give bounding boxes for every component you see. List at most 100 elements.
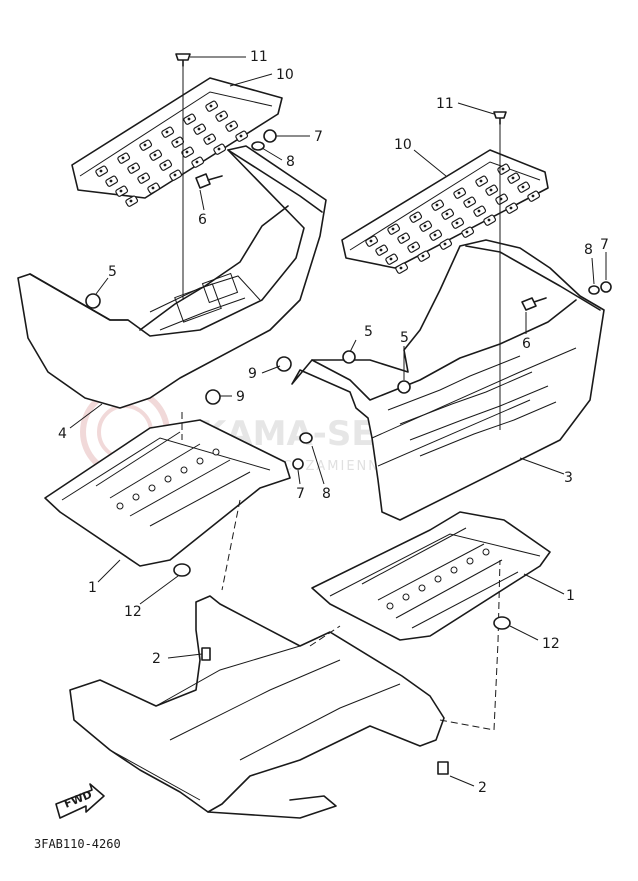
fasteners [69, 53, 612, 787]
grip-peg-dot [509, 206, 513, 210]
grip-peg-dot [219, 114, 223, 118]
bracket-hole [116, 502, 124, 510]
grip-peg-dot [207, 137, 211, 141]
footrest-board-right [341, 149, 549, 274]
callout-8-left: 8 [286, 154, 295, 170]
bracket-hole [196, 457, 204, 465]
grip-peg-dot [369, 239, 373, 243]
grip-peg-dot [413, 215, 417, 219]
grip-peg-dot [131, 166, 135, 170]
grip-peg-dot [399, 266, 403, 270]
callout-8-lower: 8 [322, 486, 331, 502]
grip-peg-dot [175, 140, 179, 144]
grip-peg-dot [143, 143, 147, 147]
grip-peg-dot [489, 188, 493, 192]
bracket-hole [164, 475, 172, 483]
grip-peg-dot [229, 124, 233, 128]
grip-peg-dot [479, 179, 483, 183]
footrest-guard-right [291, 239, 605, 521]
callout-5-left: 5 [108, 264, 117, 280]
callout-12-left: 12 [124, 604, 142, 620]
callout-10-right: 10 [394, 137, 412, 153]
grip-peg-dot [443, 242, 447, 246]
grip-peg-dot [185, 150, 189, 154]
grip-peg-dot [141, 176, 145, 180]
callout-5-mid: 5 [364, 324, 373, 340]
footrest-bracket-right [311, 511, 551, 641]
grip-peg-dot [217, 147, 221, 151]
grip-peg-dot [187, 117, 191, 121]
footrest-bracket-left [44, 419, 291, 567]
callout-2-upper: 2 [152, 651, 161, 667]
callout-labels: 11 10 7 8 6 5 9 9 4 11 10 8 7 6 5 5 3 8 … [58, 49, 609, 796]
grip-peg-dot [423, 224, 427, 228]
callout-10-left: 10 [276, 67, 294, 83]
grip-peg-dot [121, 156, 125, 160]
bracket-hole [148, 484, 156, 492]
grip-peg-dot [165, 130, 169, 134]
bracket-hole [450, 566, 458, 574]
bracket-hole [180, 466, 188, 474]
grip-peg-dot [173, 173, 177, 177]
grip-peg-dot [209, 104, 213, 108]
grip-peg-dot [521, 185, 525, 189]
callout-8-right: 8 [584, 242, 593, 258]
callout-11-left: 11 [250, 49, 268, 65]
callout-1-left: 1 [88, 580, 97, 596]
fwd-arrow-icon: FWD [55, 783, 105, 819]
grip-peg-dot [411, 245, 415, 249]
callout-9-upper: 9 [248, 366, 257, 382]
bracket-hole [212, 448, 220, 456]
grip-peg-dot [163, 163, 167, 167]
grip-peg-dot [445, 212, 449, 216]
grip-peg-dot [129, 199, 133, 203]
grip-peg-dot [467, 200, 471, 204]
grip-peg-dot [421, 254, 425, 258]
callout-7-left: 7 [314, 129, 323, 145]
grip-peg-dot [379, 248, 383, 252]
grip-peg-dot [477, 209, 481, 213]
callout-6-right: 6 [522, 336, 531, 352]
bracket-hole [386, 602, 394, 610]
frame-reference [69, 412, 501, 819]
grip-peg-dot [465, 230, 469, 234]
grip-peg-dot [119, 189, 123, 193]
grip-peg-dot [197, 127, 201, 131]
callout-6-left: 6 [198, 212, 207, 228]
callout-4: 4 [58, 426, 67, 442]
grip-peg-dot [455, 221, 459, 225]
callout-9-lower: 9 [236, 389, 245, 405]
callout-12-right: 12 [542, 636, 560, 652]
footrest-guard-left [17, 145, 327, 409]
grip-peg-dot [151, 186, 155, 190]
callout-5-right: 5 [400, 330, 409, 346]
grip-peg-dot [531, 194, 535, 198]
grip-peg-dot [109, 179, 113, 183]
callout-2-lower: 2 [478, 780, 487, 796]
grip-peg-dot [433, 233, 437, 237]
grip-peg-dot [435, 203, 439, 207]
bracket-hole [402, 593, 410, 601]
callout-11-right: 11 [436, 96, 454, 112]
callout-7-right: 7 [600, 237, 609, 253]
footrest-board-left [71, 77, 283, 207]
bracket-hole [418, 584, 426, 592]
grip-peg-dot [401, 236, 405, 240]
callout-1-right: 1 [566, 588, 575, 604]
callout-3: 3 [564, 470, 573, 486]
grip-peg-dot [511, 176, 515, 180]
bracket-hole [132, 493, 140, 501]
drawing-code: 3FAB110-4260 [34, 837, 121, 851]
grip-peg-dot [239, 134, 243, 138]
bracket-hole [466, 557, 474, 565]
callout-7-lower: 7 [296, 486, 305, 502]
grip-peg-dot [195, 160, 199, 164]
bracket-hole [434, 575, 442, 583]
grip-peg-dot [457, 191, 461, 195]
grip-peg-dot [487, 218, 491, 222]
grip-peg-dot [389, 257, 393, 261]
bracket-hole [482, 548, 490, 556]
grip-peg-dot [153, 153, 157, 157]
grip-peg-dot [391, 227, 395, 231]
